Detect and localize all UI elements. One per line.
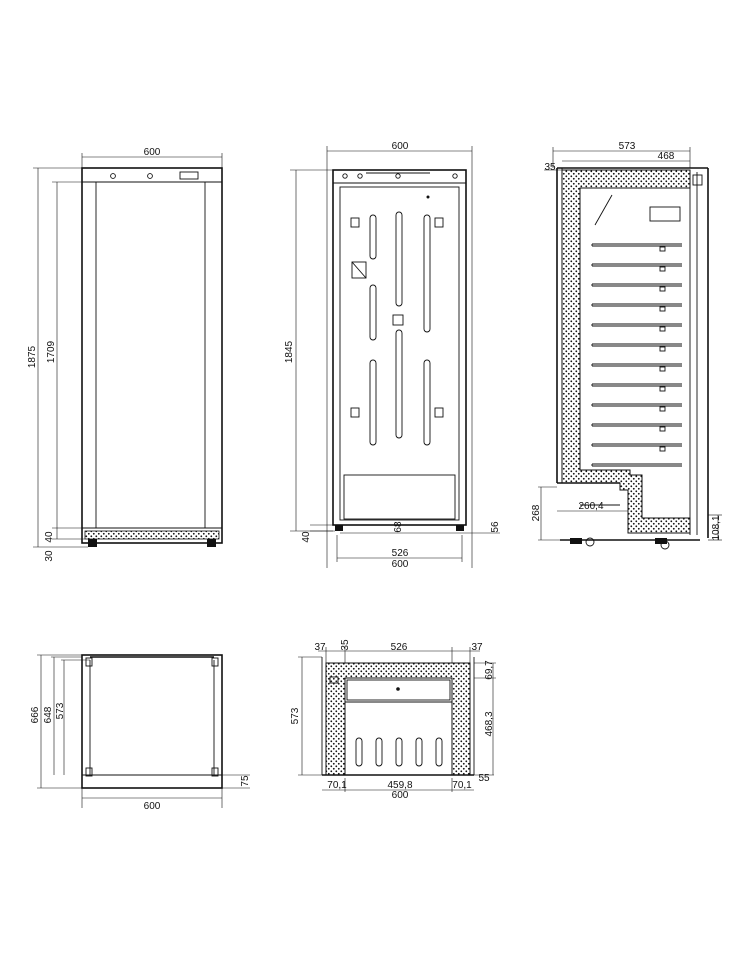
side-view-insulation <box>561 169 691 534</box>
rear-view: 600 1845 40 68 56 526 600 <box>284 141 501 570</box>
dim-plan-depth-total: 666 <box>30 706 41 723</box>
rear-view-outline <box>332 169 467 531</box>
dim-rear-inner-width: 526 <box>392 548 409 559</box>
dim-rear-width-bottom: 600 <box>392 559 409 570</box>
dim-section-depth: 573 <box>290 707 301 724</box>
front-view-grille <box>84 530 220 547</box>
dim-front-width: 600 <box>144 147 161 158</box>
plan-view-dimensions: 666 648 573 75 600 <box>30 654 251 812</box>
front-view-dimensions: 600 1875 1709 40 30 <box>27 147 223 562</box>
dim-section-left-skin: 35 <box>340 639 351 651</box>
dim-front-plinth: 40 <box>44 531 55 543</box>
dim-side-top: 35 <box>544 162 556 173</box>
side-view-dimensions: 573 468 35 268 260,4 108,1 <box>531 141 722 541</box>
dim-section-right-wall: 37 <box>471 642 483 653</box>
dim-rear-plinth: 40 <box>301 531 312 543</box>
dim-plan-plinth-depth: 75 <box>240 775 251 787</box>
dim-section-inner-depth: 468,3 <box>484 711 495 736</box>
dim-section-bottom-right: 70,1 <box>452 780 472 791</box>
dim-section-top-wall: 69,7 <box>484 660 495 680</box>
dim-plan-width: 600 <box>144 801 161 812</box>
side-view-outline <box>556 167 709 550</box>
front-view: 600 1875 1709 40 30 <box>27 147 223 562</box>
front-view-outline <box>81 167 223 544</box>
dim-section-inner-width: 526 <box>391 642 408 653</box>
section-view-dimensions: 37 35 526 37 573 69,7 468,3 55 70,1 459,… <box>290 639 496 801</box>
dim-rear-foot-offset: 68 <box>393 521 404 533</box>
dim-rear-height: 1845 <box>284 340 295 363</box>
dim-section-bottom-left: 70,1 <box>327 780 347 791</box>
dim-front-feet: 30 <box>44 550 55 562</box>
dim-side-step-depth: 260,4 <box>578 501 603 512</box>
dim-rear-width-top: 600 <box>392 141 409 152</box>
plan-view-outline <box>81 654 223 789</box>
dim-section-bottom-inner: 459,8 <box>387 780 412 791</box>
dim-section-right-bottom: 55 <box>478 773 490 784</box>
rear-view-dimensions: 600 1845 40 68 56 526 600 <box>284 141 501 570</box>
dim-side-right-small: 108,1 <box>711 515 722 540</box>
side-view: 573 468 35 268 260,4 108,1 <box>531 141 722 550</box>
dim-side-inner-depth: 468 <box>658 151 675 162</box>
dim-front-door-height: 1709 <box>46 340 57 363</box>
dim-side-step-height: 268 <box>531 504 542 521</box>
dim-section-left-wall: 37 <box>314 642 326 653</box>
section-view-outline <box>321 657 475 776</box>
section-view: 37 35 526 37 573 69,7 468,3 55 70,1 459,… <box>290 639 496 801</box>
dim-front-total-height: 1875 <box>27 345 38 368</box>
dim-plan-depth-573: 573 <box>55 702 66 719</box>
dim-side-depth: 573 <box>619 141 636 152</box>
dim-plan-depth-648: 648 <box>43 706 54 723</box>
side-view-shelves <box>591 243 682 467</box>
dim-section-width: 600 <box>392 790 409 801</box>
plan-view: 666 648 573 75 600 <box>30 654 251 812</box>
dim-rear-side-offset: 56 <box>490 521 501 533</box>
rear-view-evaporator <box>350 195 444 446</box>
